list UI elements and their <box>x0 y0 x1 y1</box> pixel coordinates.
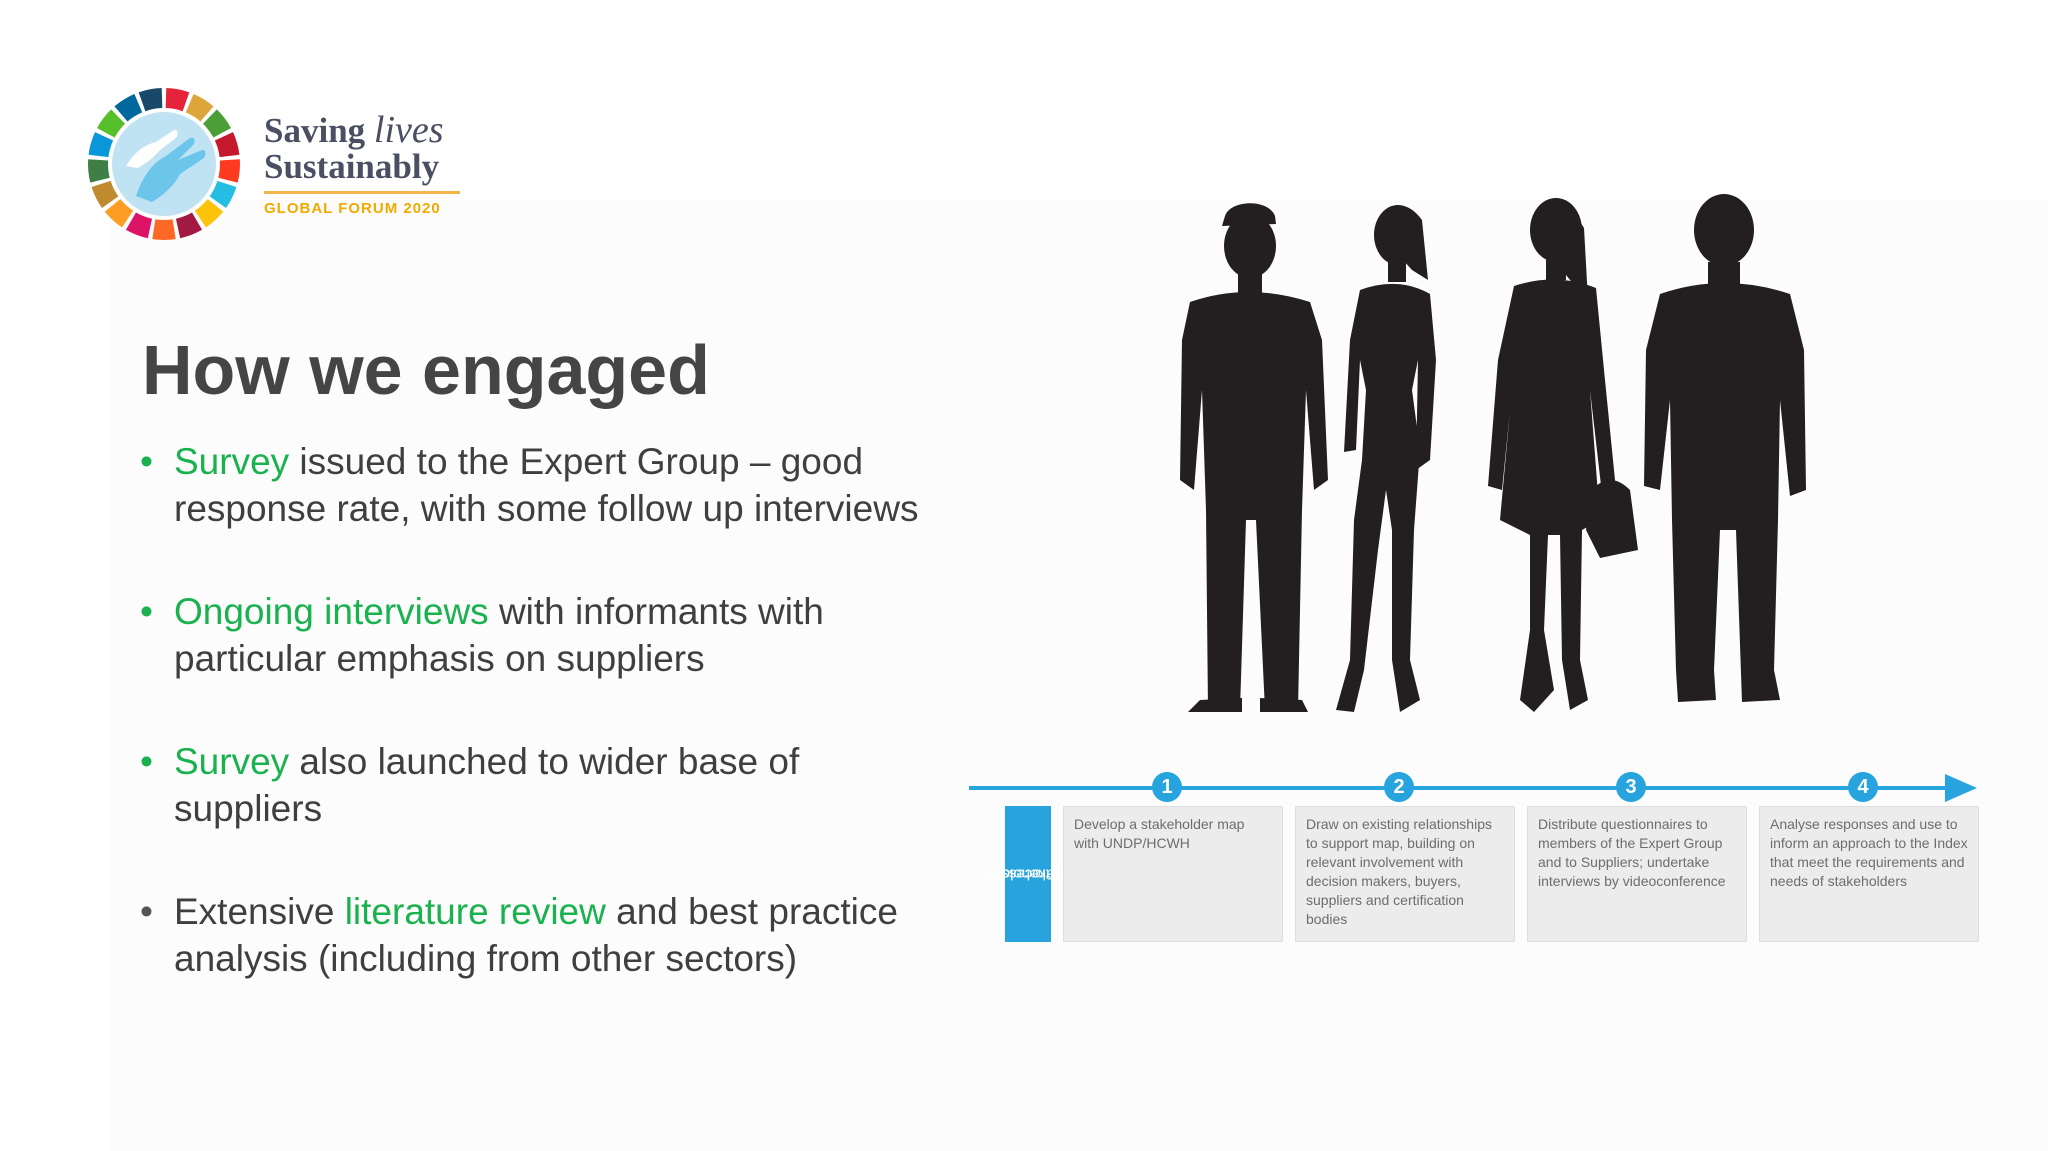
bullet-highlight: Ongoing interviews <box>174 591 489 632</box>
ring-segment <box>214 132 240 158</box>
bullet-highlight: Survey <box>174 441 290 482</box>
logo-word-lives: lives <box>373 109 444 151</box>
bullet-dot-icon: • <box>140 591 153 632</box>
ring-segment <box>138 88 163 112</box>
ring-segment <box>175 212 203 239</box>
bullet-dot-icon: • <box>140 891 153 932</box>
bullet-highlight: Survey <box>174 741 290 782</box>
bullet-dot-icon: • <box>140 741 153 782</box>
hands-icon <box>136 137 206 202</box>
slide-title: How we engaged <box>142 331 710 409</box>
bullet-item: • Survey issued to the Expert Group – go… <box>140 438 954 532</box>
bullet-text: Survey also launched to wider base of su… <box>174 738 954 832</box>
logo: Saving lives Sustainably GLOBAL FORUM 20… <box>86 86 486 246</box>
ring-segment <box>152 219 176 240</box>
silhouette-man-2 <box>1644 194 1806 702</box>
step-box-3: Distribute questionnaires to members of … <box>1527 806 1747 942</box>
bullet-item: • Survey also launched to wider base of … <box>140 738 954 832</box>
bullet-text: Survey issued to the Expert Group – good… <box>174 438 954 532</box>
bullet-rest: and best practice analysis (including fr… <box>174 891 898 979</box>
ring-segment <box>185 93 214 122</box>
step-number-4: 4 <box>1848 772 1878 802</box>
bullet-item: • Extensive literature review and best p… <box>140 888 954 982</box>
bullet-highlight: literature review <box>344 891 606 932</box>
bullet-rest: with informants with particular emphasis… <box>174 591 824 679</box>
ring-segment <box>104 199 134 228</box>
sdg-ring-icon <box>88 88 240 240</box>
hand-highlight-icon <box>126 130 178 168</box>
ring-segment <box>202 109 231 138</box>
ring-segment <box>91 180 119 208</box>
arrow-head-icon <box>1945 774 1977 802</box>
process-label-line-2: Process <box>1000 865 1056 883</box>
ring-segment <box>194 199 224 228</box>
people-silhouettes-image <box>1180 194 1806 712</box>
logo-line-1: Saving lives <box>264 109 504 151</box>
ring-segment <box>125 212 153 239</box>
ring-segment <box>209 180 237 208</box>
bullet-rest: also launched to wider base of suppliers <box>174 741 800 829</box>
logo-word-saving: Saving <box>264 111 366 150</box>
ring-segment <box>97 109 126 138</box>
step-number-1: 1 <box>1152 772 1182 802</box>
silhouette-man-cap <box>1180 203 1328 712</box>
silhouette-woman-2 <box>1488 198 1638 712</box>
step-number-3: 3 <box>1616 772 1646 802</box>
process-arrow <box>969 774 1977 802</box>
ring-segment <box>88 132 114 158</box>
step-box-4: Analyse responses and use to inform an a… <box>1759 806 1979 942</box>
logo-text: Saving lives Sustainably GLOBAL FORUM 20… <box>264 109 504 217</box>
bullet-text: Ongoing interviews with informants with … <box>174 588 954 682</box>
bullet-text: Extensive literature review and best pra… <box>174 888 954 982</box>
bullet-item: • Ongoing interviews with informants wit… <box>140 588 954 682</box>
ring-segment <box>114 93 143 122</box>
ring-segment <box>218 159 240 183</box>
ring-segment <box>88 159 110 183</box>
ring-segment <box>165 88 190 112</box>
silhouette-woman-1 <box>1336 205 1436 712</box>
bullet-pre: Extensive <box>174 891 345 932</box>
logo-subtitle: GLOBAL FORUM 2020 <box>264 191 460 217</box>
step-number-2: 2 <box>1384 772 1414 802</box>
bullet-dot-icon: • <box>140 441 153 482</box>
step-box-1: Develop a stakeholder map with UNDP/HCWH <box>1063 806 1283 942</box>
logo-line-2: Sustainably <box>264 147 440 186</box>
step-box-2: Draw on existing relationships to suppor… <box>1295 806 1515 942</box>
bullet-rest: issued to the Expert Group – good respon… <box>174 441 919 529</box>
